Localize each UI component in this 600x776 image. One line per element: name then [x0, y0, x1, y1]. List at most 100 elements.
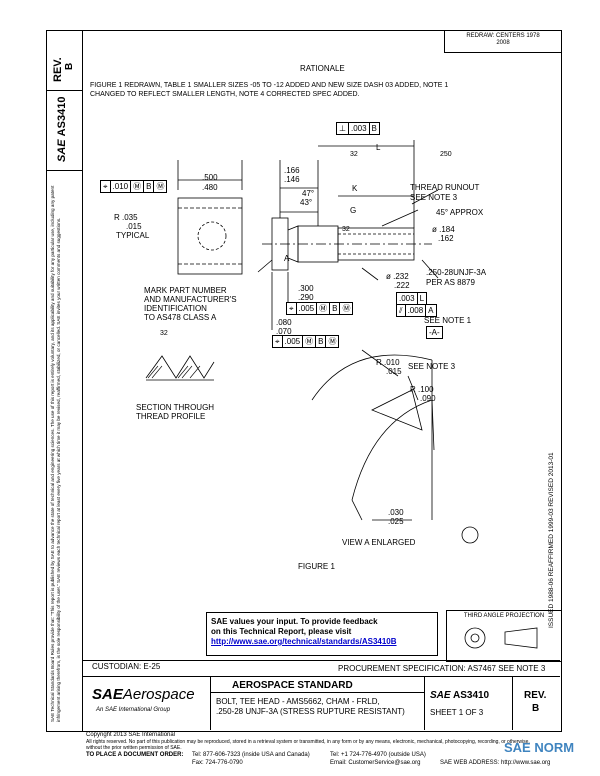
- sae-logo-sub: An SAE International Group: [96, 707, 171, 713]
- dim-300: .300: [298, 284, 314, 293]
- datum-a: -A-: [426, 326, 443, 339]
- figure-drawing: [145, 140, 479, 544]
- view-a-label: VIEW A ENLARGED: [342, 538, 416, 547]
- title-vline3: [512, 676, 513, 730]
- custodian: CUSTODIAN: E-25: [92, 662, 161, 671]
- approx-45: 45° APPROX: [436, 208, 484, 217]
- feedback-url[interactable]: http://www.sae.org/technical/standards/A…: [211, 637, 397, 646]
- rationale-line2: CHANGED TO REFLECT SMALLER LENGTH, NOTE …: [90, 91, 360, 98]
- title-divider: [82, 676, 560, 677]
- feedback-line2: on this Technical Report, please visit: [211, 627, 352, 636]
- title-hline: [210, 692, 424, 693]
- thread-runout: THREAD RUNOUT: [410, 183, 480, 192]
- see-note3b: SEE NOTE 3: [408, 362, 456, 371]
- typical-label: TYPICAL: [116, 231, 150, 240]
- footer-tel2: Tel: +1 724-776-4970 (outside USA): [330, 752, 426, 758]
- title-vline1: [210, 676, 211, 730]
- label-k: K: [352, 184, 358, 193]
- per-as: PER AS 8879: [426, 278, 475, 287]
- dia-222: .222: [394, 281, 410, 290]
- dim-166: .166: [284, 166, 300, 175]
- sae-aerospace-logo: SAEAerospace: [92, 686, 195, 703]
- figure-label: FIGURE 1: [298, 562, 335, 571]
- title-rev-value: B: [532, 703, 540, 714]
- dia-162: .162: [438, 234, 454, 243]
- title-rev-label: REV.: [524, 690, 547, 701]
- dia-184: ø .184: [432, 225, 455, 234]
- dim-146: .146: [284, 175, 300, 184]
- title-doc-number: SAE AS3410: [430, 690, 490, 701]
- radius-035: R .035: [114, 213, 138, 222]
- desc-line1: BOLT, TEE HEAD - AMS5662, CHAM - FRLD,: [216, 697, 380, 706]
- projection-box: THIRD ANGLE PROJECTION: [446, 610, 561, 662]
- dim-030: .030: [388, 508, 404, 517]
- side-rev-box: [46, 30, 82, 91]
- section-title: SECTION THROUGH THREAD PROFILE: [136, 403, 215, 421]
- footer-fax: Fax: 724-776-0790: [192, 760, 243, 766]
- footer-web: SAE WEB ADDRESS: http://www.sae.org: [440, 760, 551, 766]
- title-vline2: [424, 676, 425, 730]
- label-g: G: [350, 206, 357, 215]
- footer-rights: All rights reserved. No part of this pub…: [86, 739, 530, 751]
- label-a: A: [284, 254, 290, 263]
- side-docnum-box: [46, 90, 82, 171]
- sheet-label: SHEET 1 OF 3: [430, 708, 484, 717]
- dim-480: .480: [202, 183, 218, 192]
- thread-profile: [145, 355, 215, 379]
- footer-copyright: Copyright 2013 SAE International: [86, 732, 176, 738]
- footer-order: TO PLACE A DOCUMENT ORDER:: [86, 752, 184, 758]
- redraw-stamp: REDRAW: CENTERS 1978 2008: [444, 30, 561, 53]
- standard-title: AEROSPACE STANDARD: [232, 680, 353, 691]
- enlarged-arc: [311, 354, 433, 401]
- surface-250: 250: [440, 151, 452, 158]
- radius-015b: .015: [386, 367, 402, 376]
- mark-note: MARK PART NUMBER AND MANUFACTURER'S IDEN…: [144, 286, 237, 322]
- radius-015: .015: [126, 222, 142, 231]
- rationale-title: RATIONALE: [300, 64, 345, 73]
- stamp-line2: 2008: [496, 40, 510, 46]
- desc-line2: .250-28 UNJF-3A (STRESS RUPTURE RESISTAN…: [216, 707, 405, 716]
- side-disclaimer: SAE Technical Standards Board Rules prov…: [50, 185, 61, 722]
- side-doc-number: SAE AS3410: [56, 96, 68, 162]
- radius-010: R .010: [376, 358, 400, 367]
- radius-090: .090: [420, 394, 436, 403]
- thread-spec: .250-28UNJF-3A: [426, 268, 487, 277]
- label-l: L: [376, 143, 381, 152]
- dia-232: ø .232: [386, 272, 409, 281]
- dim-080: .080: [276, 318, 292, 327]
- side-rev-label: REV.: [52, 57, 64, 82]
- footer-tel: Tel: 877-606-7323 (inside USA and Canada…: [192, 752, 310, 758]
- stamp-line1: REDRAW: CENTERS 1978: [466, 33, 540, 39]
- feedback-line1: SAE values your input. To provide feedba…: [211, 617, 378, 626]
- surface-32a: 32: [350, 151, 358, 158]
- surface-32c: 32: [160, 330, 168, 337]
- radius-100: R .100: [410, 385, 434, 394]
- title-block: [82, 660, 560, 731]
- dim-500: .500: [202, 173, 218, 182]
- dim-025: .025: [388, 517, 404, 526]
- see-note3: SEE NOTE 3: [410, 193, 458, 202]
- see-note1: SEE NOTE 1: [424, 316, 472, 325]
- side-column: [46, 30, 83, 732]
- feedback-box: SAE values your input. To provide feedba…: [206, 612, 438, 656]
- side-rev-value: B: [64, 62, 75, 70]
- surface-32b: 32: [342, 226, 350, 233]
- projection-symbol-icon: [464, 627, 538, 649]
- footer-email: Email: CustomerService@sae.org: [330, 760, 421, 766]
- drawing-frame: [82, 30, 562, 732]
- angle-47: 47°: [302, 189, 315, 198]
- sae-norm-watermark: SAE NORM: [504, 740, 575, 755]
- procurement-spec: PROCUREMENT SPECIFICATION: AS7467 SEE NO…: [338, 664, 546, 673]
- head-side-view: [177, 197, 243, 275]
- dim-290: .290: [298, 293, 314, 302]
- projection-label: THIRD ANGLE PROJECTION: [463, 613, 545, 619]
- angle-43: 43°: [300, 198, 313, 207]
- rationale-line1: FIGURE 1 REDRAWN, TABLE 1 SMALLER SIZES …: [90, 82, 449, 89]
- dim-070: .070: [276, 327, 292, 336]
